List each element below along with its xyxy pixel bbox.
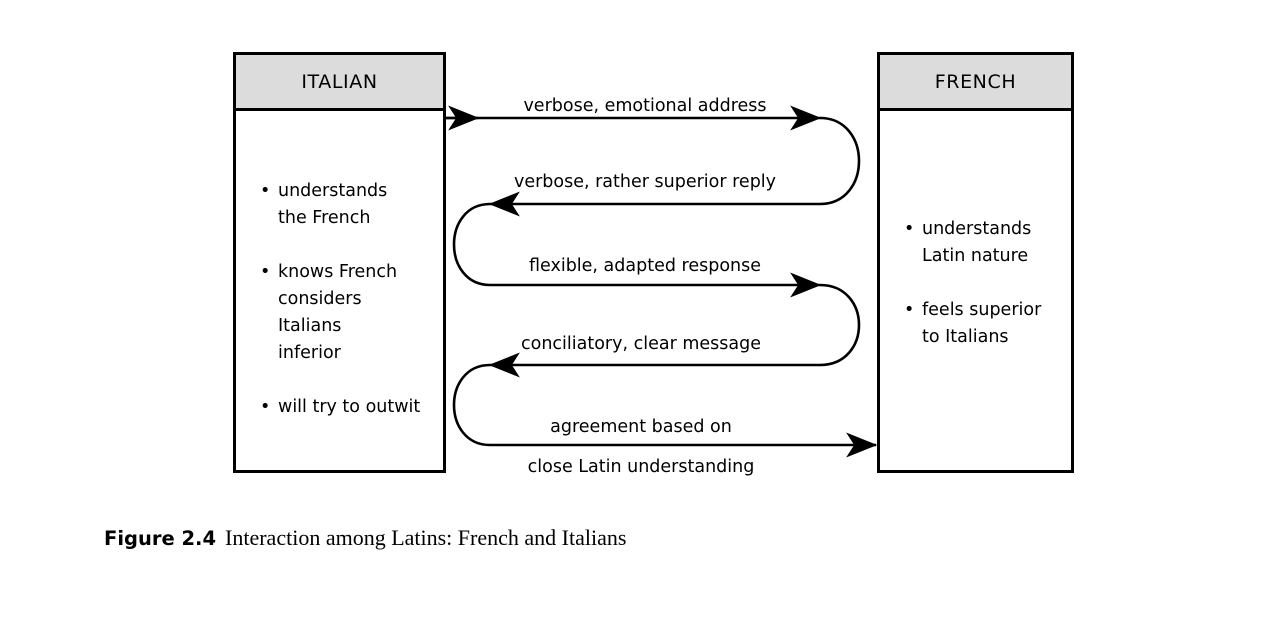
- exchange-label-1: verbose, emotional address: [523, 96, 767, 116]
- figure-caption: Figure 2.4 Interaction among Latins: Fren…: [104, 524, 626, 553]
- exchange-label-3: flexible, adapted response: [528, 256, 762, 276]
- trait-line: understands: [922, 219, 1032, 239]
- actor-body-french: understands Latin nature feels superior …: [880, 111, 1071, 470]
- trait-line: inferior: [278, 343, 341, 363]
- exchange-label-5-below: close Latin understanding: [527, 457, 755, 477]
- actor-header-italian: ITALIAN: [236, 55, 443, 111]
- trait-item: understands Latin nature: [902, 216, 1057, 270]
- trait-line: the French: [278, 208, 371, 228]
- trait-line: Latin nature: [922, 246, 1029, 266]
- trait-item: understands the French: [258, 178, 429, 232]
- trait-item: will try to outwit: [258, 394, 429, 421]
- trait-line: considers Italians: [278, 289, 362, 336]
- trait-item: knows French considers Italians inferior: [258, 259, 429, 367]
- trait-line: feels superior: [922, 300, 1042, 320]
- actor-header-french: FRENCH: [880, 55, 1071, 111]
- trait-line: will try to outwit: [278, 397, 421, 417]
- trait-item: feels superior to Italians: [902, 297, 1057, 351]
- exchange-label-2: verbose, rather superior reply: [513, 172, 777, 192]
- actor-title-french: FRENCH: [934, 70, 1017, 93]
- actor-box-french: FRENCH understands Latin nature feels su…: [877, 52, 1074, 473]
- trait-line: knows French: [278, 262, 398, 282]
- actor-body-italian: understands the French knows French cons…: [236, 111, 443, 470]
- trait-line: to Italians: [922, 327, 1009, 347]
- figure-number: Figure 2.4: [104, 527, 217, 550]
- trait-list-french: understands Latin nature feels superior …: [902, 216, 1057, 351]
- actor-box-italian: ITALIAN understands the French knows Fre…: [233, 52, 446, 473]
- trait-list-italian: understands the French knows French cons…: [258, 178, 429, 421]
- exchange-label-4: conciliatory, clear message: [521, 334, 761, 354]
- actor-title-italian: ITALIAN: [301, 70, 378, 93]
- exchange-label-5-above: agreement based on: [550, 417, 732, 437]
- figure-caption-text: Interaction among Latins: French and Ita…: [225, 525, 627, 550]
- trait-line: understands: [278, 181, 388, 201]
